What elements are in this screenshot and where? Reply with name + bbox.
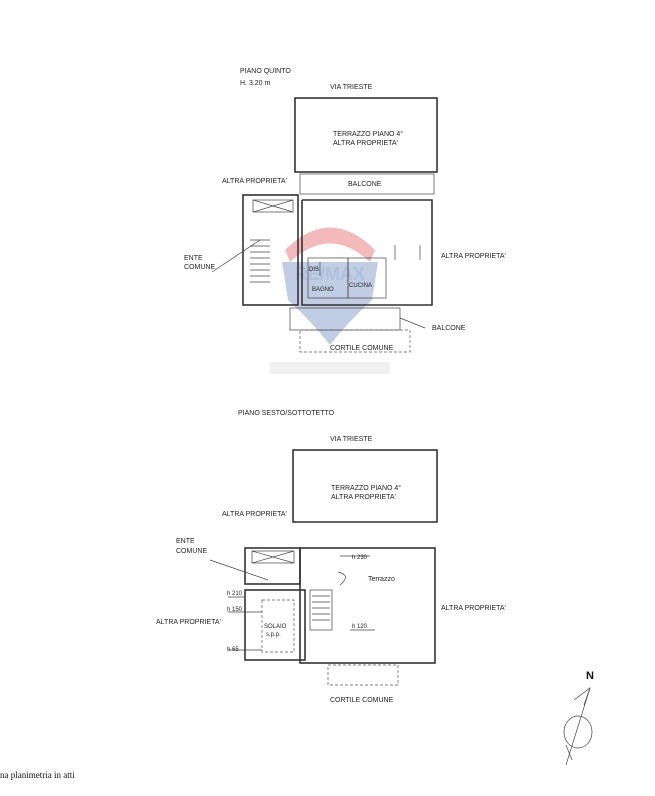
floor6-terrazzo: Terrazzo xyxy=(368,576,395,583)
floor5-balcone-bottom: BALCONE xyxy=(432,325,466,332)
floor6-altra-top-left: ALTRA PROPRIETA' xyxy=(222,511,287,518)
floor5-street-label: VIA TRIESTE xyxy=(330,84,373,91)
floor5-walls xyxy=(211,97,438,353)
floor6-terrace-line2: ALTRA PROPRIETA' xyxy=(331,494,396,501)
floor6-terrace-line1: TERRAZZO PIANO 4° xyxy=(331,484,401,492)
floor5-altra-right: ALTRA PROPRIETA' xyxy=(441,253,506,260)
floor5-title: PIANO QUINTO xyxy=(240,68,291,75)
floor6-ente-line1: ENTE xyxy=(176,538,195,545)
north-label: N xyxy=(586,670,594,682)
floor5-altra-left: ALTRA PROPRIETA' xyxy=(222,178,287,185)
footer-note: na planimetria in atti xyxy=(0,770,75,780)
floor6-ente-line2: COMUNE xyxy=(176,548,207,555)
floor6-solaio-line2: s.p.p. xyxy=(266,632,281,638)
floor6-h210: h 210 xyxy=(227,591,243,597)
floor6-h120: h 120 xyxy=(352,624,368,630)
floor6-h150: h 150 xyxy=(227,607,243,613)
floor6-title: PIANO SESTO/SOTTOTETTO xyxy=(238,410,335,417)
watermark-text: RE/MAX xyxy=(295,264,365,284)
floor5-terrace-line1: TERRAZZO PIANO 4° xyxy=(333,130,403,138)
floor6-altra-right: ALTRA PROPRIETA' xyxy=(441,605,506,612)
floor5-ente-line1: ENTE xyxy=(184,255,203,262)
floor5-cortile: CORTILE COMUNE xyxy=(330,345,394,352)
remax-watermark: RE/MAX xyxy=(270,227,390,374)
floor6-walls xyxy=(209,449,438,686)
floor6-h65: h 65 xyxy=(227,647,239,653)
north-arrow-icon xyxy=(563,687,593,766)
floor5-ente-line2: COMUNE xyxy=(184,264,215,271)
floor6-solaio-line1: SOLAIO xyxy=(264,624,287,630)
floor6-street-label: VIA TRIESTE xyxy=(330,436,373,443)
floor5-balcone-top: BALCONE xyxy=(348,181,382,188)
floor5-cucina: CUCINA xyxy=(349,283,372,289)
floor6-altra-left: ALTRA PROPRIETA' xyxy=(156,619,221,626)
floor5-terrace-line2: ALTRA PROPRIETA' xyxy=(333,140,398,147)
floor5-bagno: BAGNO xyxy=(312,287,334,293)
floor5-height: H. 3.20 m xyxy=(240,80,271,87)
floor5-dis: DIS xyxy=(309,267,319,273)
floor6-h230: h 230 xyxy=(352,555,368,561)
floor6-cortile: CORTILE COMUNE xyxy=(330,697,394,704)
